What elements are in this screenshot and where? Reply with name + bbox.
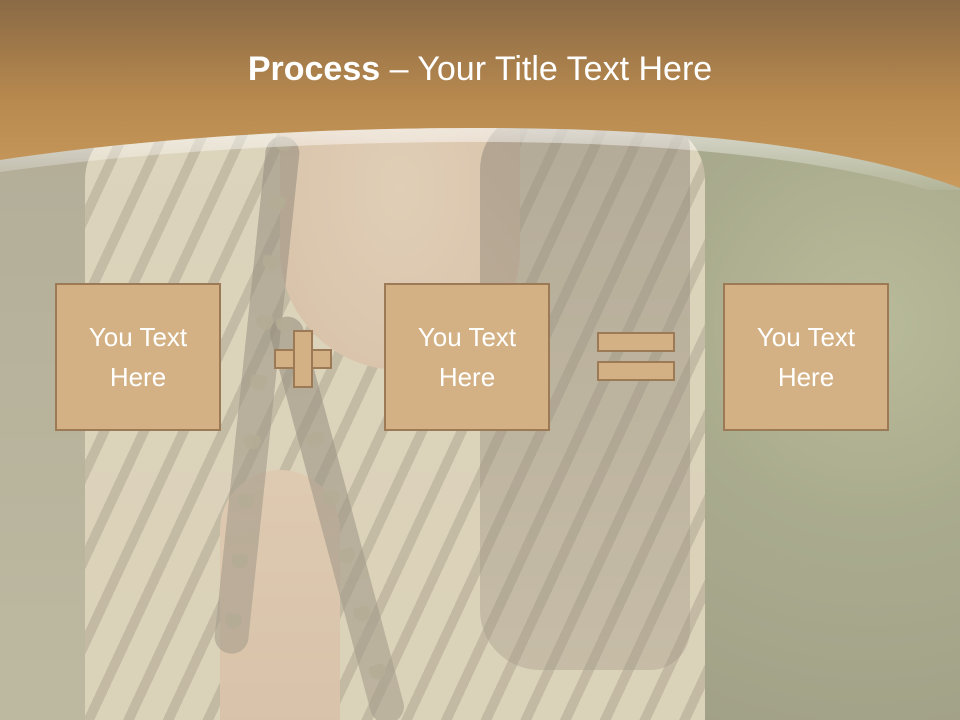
plus-center bbox=[295, 351, 311, 367]
process-box-1: You Text Here bbox=[55, 283, 221, 431]
plus-icon bbox=[274, 330, 332, 388]
process-box-3: You Text Here bbox=[723, 283, 889, 431]
equals-icon bbox=[597, 332, 675, 382]
equals-top-bar bbox=[597, 332, 675, 352]
slide-title: Process – Your Title Text Here bbox=[0, 52, 960, 86]
process-box-1-text: You Text Here bbox=[88, 322, 188, 392]
title-bold: Process bbox=[247, 50, 381, 88]
equals-bottom-bar bbox=[597, 361, 675, 381]
process-box-2: You Text Here bbox=[384, 283, 550, 431]
process-box-3-text: You Text Here bbox=[756, 322, 856, 392]
process-box-2-text: You Text Here bbox=[417, 322, 517, 392]
title-rest: – Your Title Text Here bbox=[380, 50, 713, 88]
